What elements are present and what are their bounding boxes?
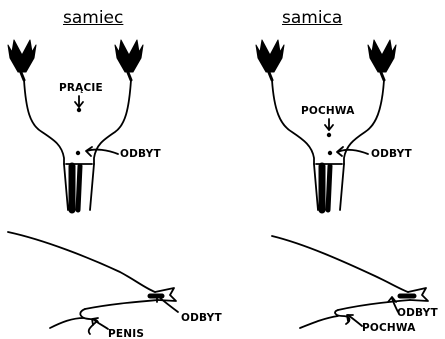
label-female-anus-top: ODBYT bbox=[371, 148, 412, 160]
female-right-foot-icon bbox=[368, 40, 396, 72]
label-male-anus-side: ODBYT bbox=[181, 312, 222, 324]
male-left-foot-icon bbox=[8, 40, 36, 72]
label-female-vagina: POCHWA bbox=[301, 105, 355, 117]
female-ventral-view bbox=[256, 40, 396, 210]
label-female-anus-side: ODBYT bbox=[397, 307, 438, 319]
male-ventral-view bbox=[8, 40, 143, 210]
label-female-vagina-side: POCHWA bbox=[362, 322, 416, 334]
male-right-foot-icon bbox=[115, 40, 143, 72]
male-side-view bbox=[8, 232, 178, 334]
female-left-foot-icon bbox=[256, 40, 284, 72]
label-male-penis-side: PENIS bbox=[108, 328, 144, 339]
label-male-penis: PRĄCIE bbox=[59, 82, 103, 94]
label-male-anus-top: ODBYT bbox=[120, 148, 161, 160]
